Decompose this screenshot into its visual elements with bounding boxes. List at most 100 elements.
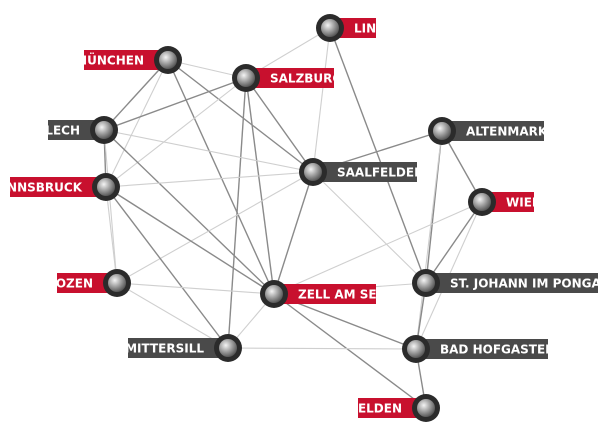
label-box-wien [486,192,534,212]
label-box-mittersill [128,338,224,358]
node-ball-innsbruck [97,178,115,196]
label-layer: LINZ MÜNCHEN SALZBURG LECH ALTENMARKT SAALFEL… [3,18,600,418]
label-text-saalfelden: SAALFELDEN [337,166,424,180]
node-ball-badhofgastein [407,340,425,358]
label-text-velden: VELDEN [349,402,402,416]
edge-bozen-mittersill [116,282,229,349]
edge-altenmarkt-badhofgastein [415,130,443,350]
node-velden[interactable] [412,394,440,422]
label-box-bozen [57,273,113,293]
edge-muenchen-innsbruck [105,59,169,188]
label-box-velden [358,398,422,418]
label-text-bozen: BOZEN [47,277,93,291]
node-ball-velden [417,399,435,417]
edge-muenchen-lech [103,59,169,131]
edge-saalfelden-stjohann [312,171,427,284]
edge-mittersill-badhofgastein [227,347,417,350]
label-box-salzburg [250,68,334,88]
node-ball-lech [95,121,113,139]
label-text-stjohann: ST. JOHANN IM PONGAU [450,277,600,291]
label-bozen: BOZEN [47,273,113,293]
edge-salzburg-lech [103,77,247,131]
label-text-altenmarkt: ALTENMARKT [466,125,556,139]
label-saalfelden: SAALFELDEN [317,162,424,182]
edge-salzburg-mittersill [227,77,247,349]
node-ball-altenmarkt [433,122,451,140]
label-text-mittersill: MITTERSILL [125,342,204,356]
edge-saalfelden-bozen [116,171,314,284]
edge-saalfelden-innsbruck [105,171,314,188]
node-ball-wien [473,193,491,211]
node-salzburg[interactable] [232,64,260,92]
label-box-zellamsee [278,284,376,304]
edge-innsbruck-zellamsee [105,186,275,295]
edge-wien-stjohann [425,201,483,284]
node-ball-linz [321,19,339,37]
node-layer [90,14,496,422]
label-mittersill: MITTERSILL [125,338,224,358]
node-innsbruck[interactable] [92,173,120,201]
node-stjohann[interactable] [412,269,440,297]
edge-innsbruck-bozen [105,186,118,284]
node-lech[interactable] [90,116,118,144]
edge-bozen-zellamsee [116,282,275,295]
label-box-innsbruck [10,177,102,197]
label-linz: LINZ [334,18,385,38]
label-box-saalfelden [317,162,417,182]
edge-salzburg-zellamsee [245,77,275,295]
edge-muenchen-saalfelden [167,59,314,173]
node-wien[interactable] [468,188,496,216]
edge-saalfelden-zellamsee [273,171,314,295]
node-bozen[interactable] [103,269,131,297]
label-text-zellamsee: ZELL AM SEE [298,288,385,302]
label-stjohann: ST. JOHANN IM PONGAU [430,273,600,293]
node-ball-mittersill [219,339,237,357]
node-ball-zellamsee [265,285,283,303]
label-altenmarkt: ALTENMARKT [446,121,556,141]
node-linz[interactable] [316,14,344,42]
label-text-muenchen: MÜNCHEN [75,53,144,68]
label-text-wien: WIEN [506,196,542,210]
node-ball-muenchen [159,51,177,69]
node-ball-bozen [108,274,126,292]
node-mittersill[interactable] [214,334,242,362]
edge-wien-zellamsee [273,201,483,295]
label-box-badhofgastein [420,339,548,359]
edge-salzburg-innsbruck [105,77,247,188]
node-muenchen[interactable] [154,46,182,74]
label-badhofgastein: BAD HOFGASTEIN [420,339,560,359]
label-muenchen: MÜNCHEN [75,50,164,70]
label-velden: VELDEN [349,398,422,418]
label-box-linz [334,18,376,38]
node-ball-salzburg [237,69,255,87]
edge-linz-saalfelden [312,27,331,173]
edge-lech-saalfelden [103,129,314,173]
label-box-lech [48,120,100,140]
label-lech: LECH [45,120,100,140]
node-zellamsee[interactable] [260,280,288,308]
edge-salzburg-saalfelden [245,77,314,173]
node-ball-saalfelden [304,163,322,181]
label-text-badhofgastein: BAD HOFGASTEIN [440,343,560,357]
label-innsbruck: INNSBRUCK [3,177,102,197]
edge-muenchen-zellamsee [167,59,275,295]
edge-linz-stjohann [329,27,427,284]
label-text-linz: LINZ [354,22,385,36]
edge-zellamsee-velden [273,293,427,409]
label-box-muenchen [84,50,164,70]
label-text-lech: LECH [45,124,80,138]
edge-innsbruck-mittersill [105,186,229,349]
node-badhofgastein[interactable] [402,335,430,363]
node-altenmarkt[interactable] [428,117,456,145]
label-text-salzburg: SALZBURG [270,72,342,86]
label-box-stjohann [430,273,598,293]
label-salzburg: SALZBURG [250,68,342,88]
label-box-altenmarkt [446,121,544,141]
node-saalfelden[interactable] [299,158,327,186]
edge-lech-zellamsee [103,129,275,295]
label-text-innsbruck: INNSBRUCK [3,181,83,195]
edge-lech-bozen [103,129,118,284]
node-ball-stjohann [417,274,435,292]
